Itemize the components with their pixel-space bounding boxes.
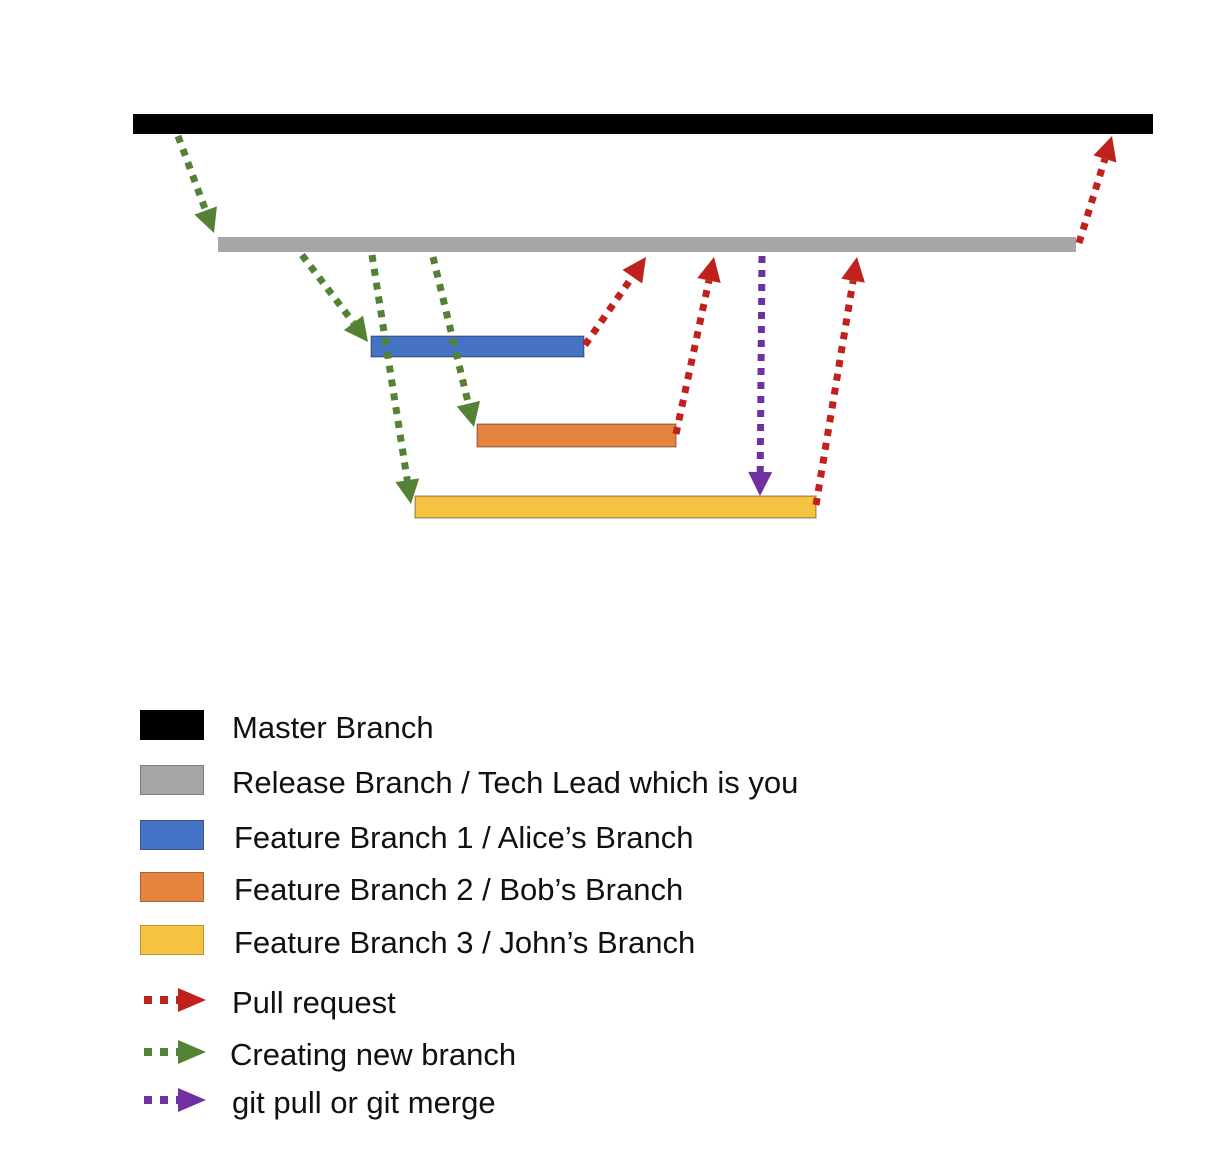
- legend-label: Creating new branch: [230, 1037, 517, 1072]
- branch-diagram: [133, 114, 1153, 519]
- arrow-shaft: [429, 256, 472, 405]
- arrow-head: [178, 1088, 206, 1112]
- legend-item-git-pull: git pull or git merge: [140, 1085, 900, 1121]
- arrow-shaft: [672, 279, 713, 435]
- pull-request-arrow-release-to-master: [1075, 136, 1117, 245]
- legend-item-feature1: Feature Branch 1 / Alice’s Branch: [140, 820, 900, 856]
- feature1-branch-bar: [370, 335, 585, 358]
- legend-label: Release Branch / Tech Lead which is you: [232, 765, 799, 800]
- git-pull-arrow-release-to-feature3: [748, 255, 773, 496]
- arrow-head: [697, 257, 721, 283]
- arrow-dot: [144, 996, 152, 1004]
- legend-item-create-branch: Creating new branch: [140, 1037, 900, 1073]
- pull-request-arrow-feature2-to-release: [672, 257, 721, 435]
- arrow-shaft: [812, 280, 857, 506]
- arrow-head: [622, 257, 646, 284]
- feature2-branch-bar: [476, 423, 677, 448]
- feature1-swatch: [140, 820, 204, 850]
- legend-item-pull-request: Pull request: [140, 985, 900, 1021]
- create-branch-arrow-release-to-feature1: [299, 252, 368, 342]
- arrow-dot: [160, 996, 168, 1004]
- arrow-shaft: [174, 134, 209, 212]
- pull-request-arrow-feature3-to-release: [812, 257, 865, 506]
- arrow-head: [841, 257, 865, 283]
- feature3-swatch: [140, 925, 204, 955]
- legend-item-feature3: Feature Branch 3 / John’s Branch: [140, 925, 900, 961]
- arrow-dot: [160, 1096, 168, 1104]
- arrow-dot: [144, 1096, 152, 1104]
- arrow-head: [456, 400, 481, 427]
- feature2-swatch: [140, 872, 204, 902]
- arrow-head: [1093, 136, 1117, 163]
- create-branch-arrow-release-to-feature3: [368, 254, 420, 504]
- pull-request-arrow-feature1-to-release: [582, 257, 646, 347]
- green-dotted-arrow-icon: [144, 1040, 206, 1064]
- legend-item-feature2: Feature Branch 2 / Bob’s Branch: [140, 872, 900, 908]
- arrow-head: [194, 206, 217, 233]
- arrow-head: [395, 478, 420, 504]
- arrow-head: [748, 471, 773, 496]
- arrow-head: [343, 315, 368, 342]
- arrow-shaft: [582, 274, 636, 347]
- master-swatch: [140, 710, 204, 740]
- legend-label: Feature Branch 1 / Alice’s Branch: [234, 820, 694, 855]
- arrow-shaft: [299, 252, 357, 325]
- legend-item-release: Release Branch / Tech Lead which is you: [140, 765, 900, 801]
- legend-item-master: Master Branch: [140, 710, 900, 746]
- create-branch-arrow-release-to-feature2: [429, 256, 481, 427]
- legend-label: Master Branch: [232, 710, 434, 745]
- release-branch-bar: [218, 237, 1076, 252]
- feature3-branch-bar: [414, 495, 817, 519]
- master-branch-bar: [133, 114, 1153, 134]
- arrow-shaft: [756, 255, 766, 473]
- legend-label: Feature Branch 2 / Bob’s Branch: [234, 872, 684, 907]
- legend-label: Pull request: [232, 985, 396, 1020]
- release-swatch: [140, 765, 204, 795]
- arrow-shaft: [368, 254, 411, 481]
- arrow-dot: [144, 1048, 152, 1056]
- purple-dotted-arrow-icon: [144, 1088, 206, 1112]
- red-dotted-arrow-icon: [144, 988, 206, 1012]
- create-branch-arrow-master-to-release: [174, 134, 217, 233]
- arrow-dot: [160, 1048, 168, 1056]
- legend-label: git pull or git merge: [232, 1085, 496, 1120]
- arrow-head: [178, 1040, 206, 1064]
- arrow-head: [178, 988, 206, 1012]
- arrow-shaft: [1075, 157, 1109, 245]
- legend-label: Feature Branch 3 / John’s Branch: [234, 925, 696, 960]
